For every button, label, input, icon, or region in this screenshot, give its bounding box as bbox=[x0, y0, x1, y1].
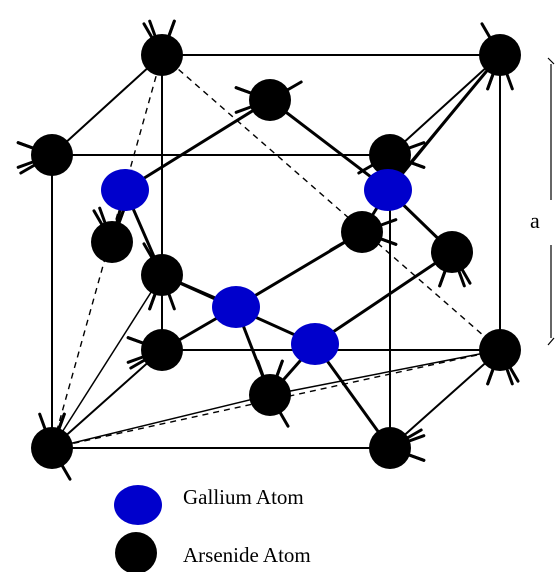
arsenide-atom bbox=[341, 211, 383, 253]
arsenide-atom bbox=[249, 374, 291, 416]
arsenide-atom bbox=[369, 134, 411, 176]
gallium-atom bbox=[212, 286, 260, 328]
arsenide-atom bbox=[141, 329, 183, 371]
arsenide-atom bbox=[479, 329, 521, 371]
cube-edge bbox=[51, 349, 163, 449]
cube-edge bbox=[389, 54, 501, 156]
cube-edge bbox=[389, 349, 501, 449]
atoms bbox=[31, 34, 521, 469]
dimension-bracket bbox=[547, 57, 555, 346]
arsenide-atom bbox=[479, 34, 521, 76]
arsenide-atom bbox=[141, 254, 183, 296]
connector-line bbox=[51, 54, 163, 156]
tetrahedron-guide-lines bbox=[51, 54, 501, 449]
guide-line bbox=[161, 54, 501, 351]
legend-arsenide-label: Arsenide Atom bbox=[183, 543, 311, 567]
bond-line bbox=[268, 98, 390, 192]
gallium-atom bbox=[364, 169, 412, 211]
bond-line bbox=[313, 250, 454, 346]
connector-line bbox=[51, 394, 271, 449]
gallium-atom bbox=[291, 323, 339, 365]
arsenide-atom bbox=[369, 427, 411, 469]
connector-line bbox=[269, 349, 501, 396]
arsenide-atom bbox=[141, 34, 183, 76]
arsenide-atom bbox=[31, 427, 73, 469]
arsenide-atom bbox=[249, 79, 291, 121]
lattice-constant-label: a bbox=[530, 208, 540, 233]
gallium-atom bbox=[101, 169, 149, 211]
legend-gallium-label: Gallium Atom bbox=[183, 485, 304, 509]
arsenide-atom bbox=[431, 231, 473, 273]
guide-line bbox=[51, 54, 163, 449]
arsenide-atom bbox=[31, 134, 73, 176]
legend-arsenide-swatch bbox=[115, 532, 157, 572]
arsenide-atom bbox=[91, 221, 133, 263]
legend-gallium-swatch bbox=[114, 485, 162, 525]
bond-line bbox=[123, 98, 272, 192]
connector-line bbox=[51, 274, 163, 449]
legend bbox=[114, 485, 162, 572]
